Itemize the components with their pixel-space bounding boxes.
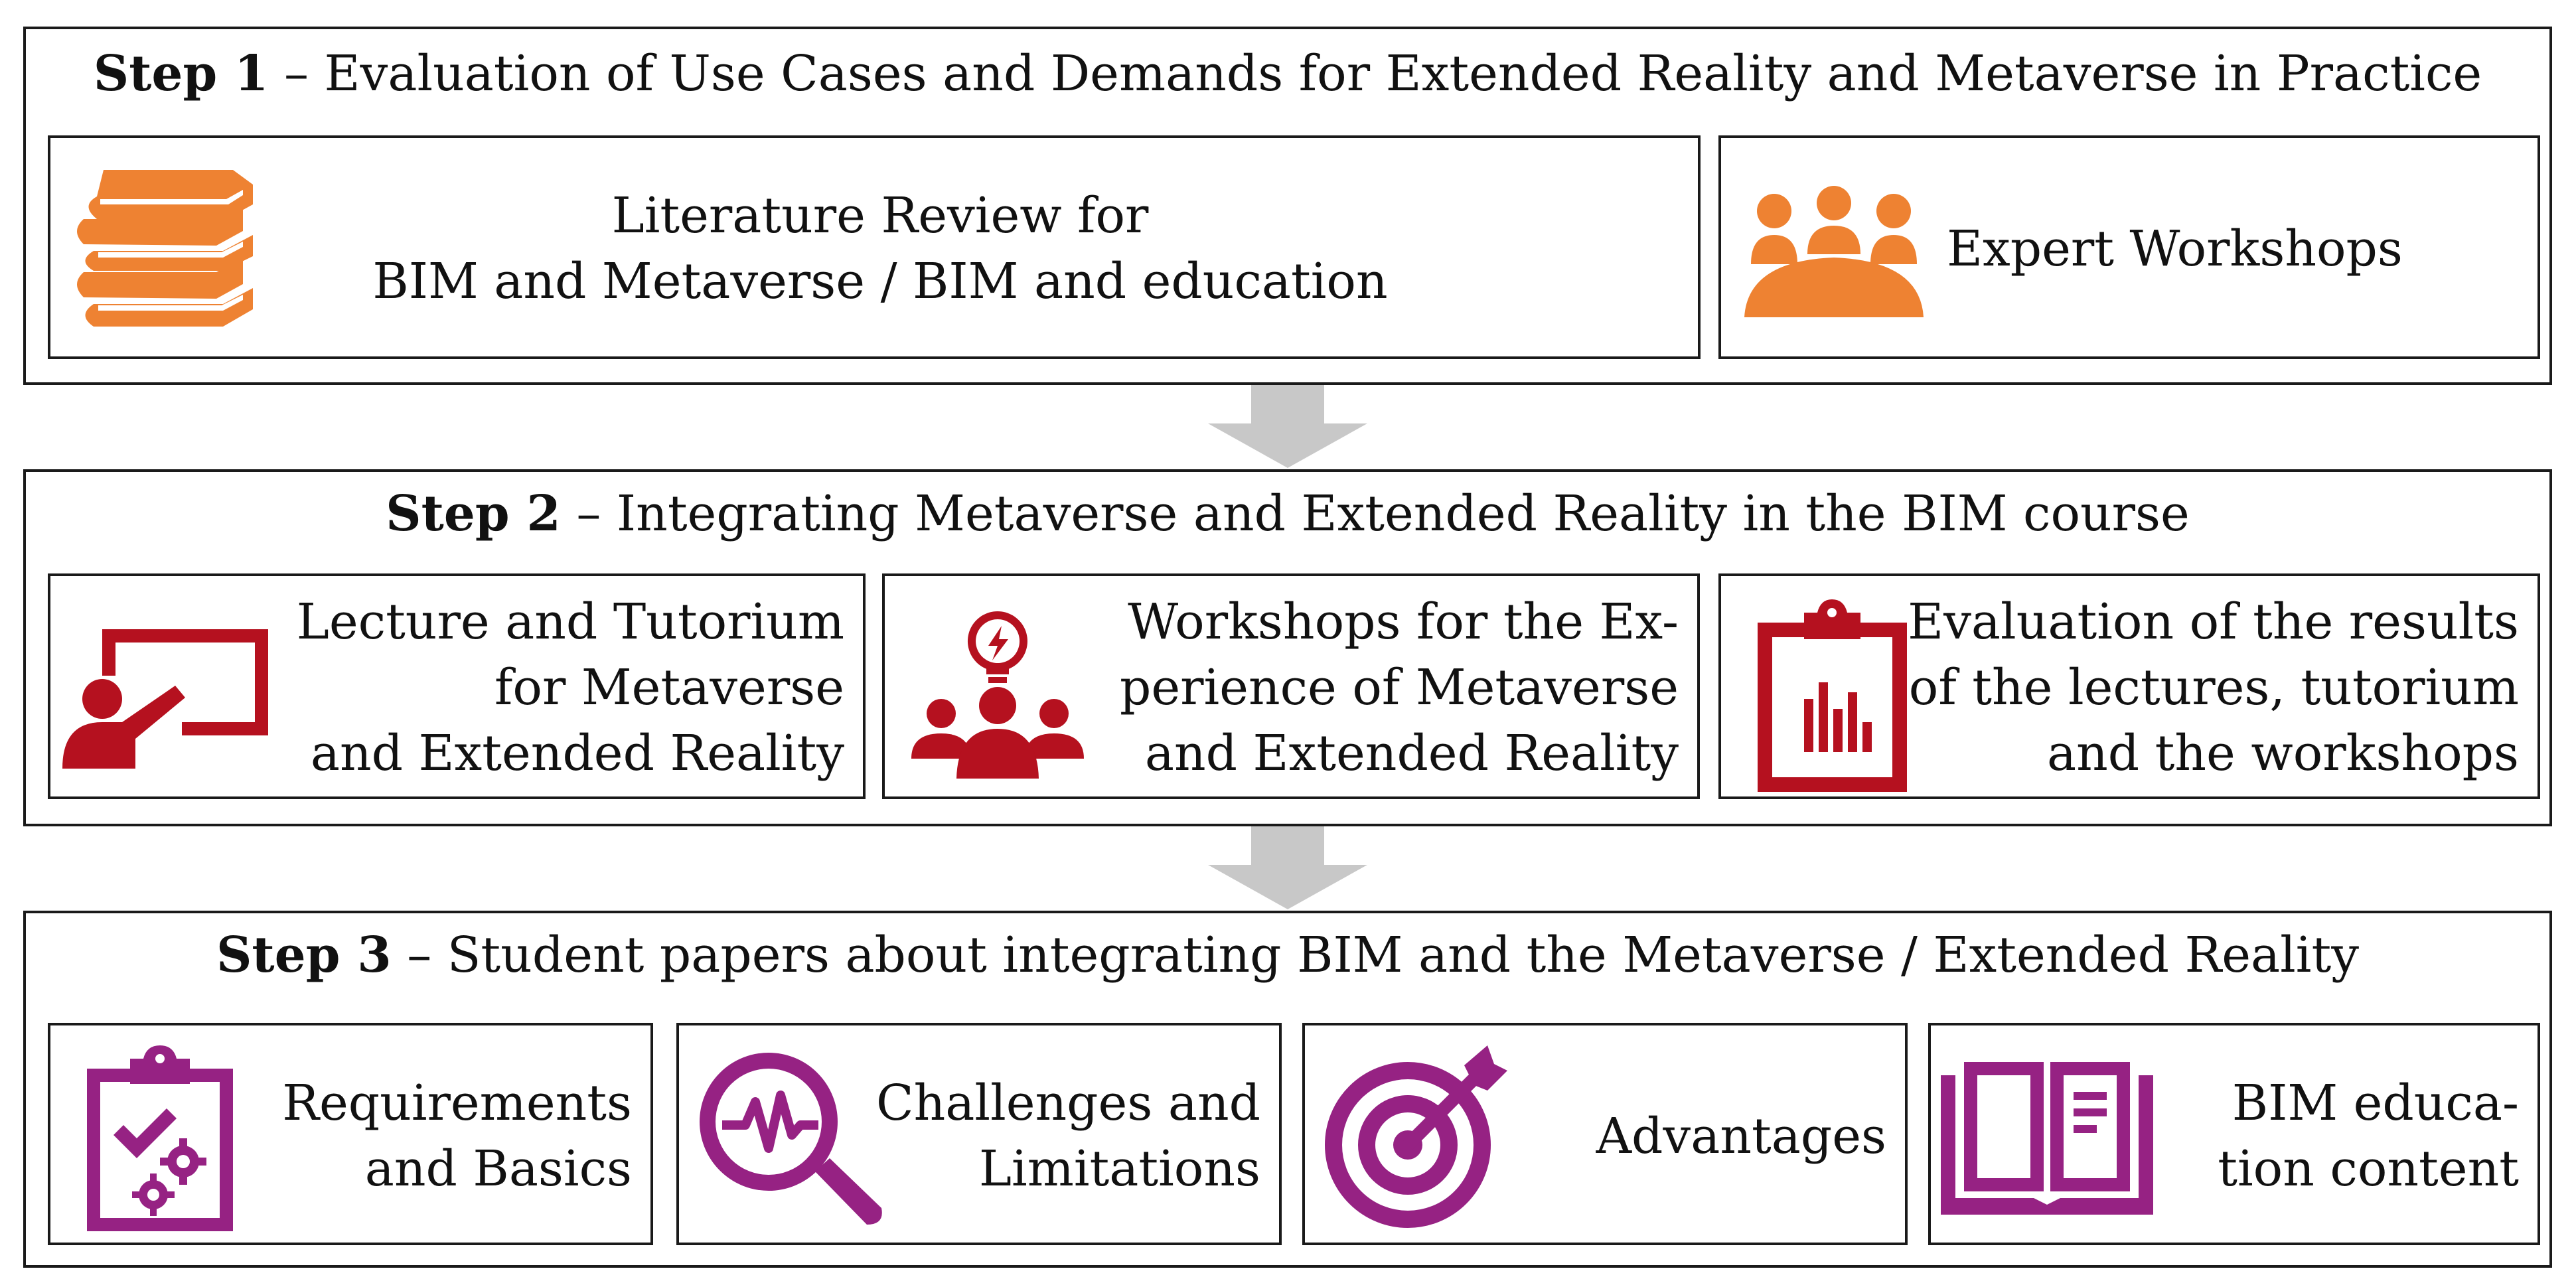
step-3-title: Step 3 – Student papers about integratin… <box>26 931 2549 980</box>
card-workshops-experience-text: Workshops for the Ex- perience of Metave… <box>1119 593 1679 782</box>
card-advantages-text: Advantages <box>1596 1108 1886 1165</box>
step-2-panel: Step 2 – Integrating Metaverse and Exten… <box>23 469 2552 826</box>
magnifier-pulse-icon <box>696 1049 888 1235</box>
target-arrow-icon <box>1322 1045 1507 1231</box>
card-bim-education-content: BIM educa- tion content <box>1928 1023 2540 1245</box>
card-literature-review-text: Literature Review for BIM and Metaverse … <box>372 187 1388 310</box>
flow-arrow-1 <box>1208 385 1367 468</box>
card-workshops-experience: Workshops for the Ex- perience of Metave… <box>882 573 1700 799</box>
team-idea-icon <box>911 606 1084 779</box>
step-3-panel: Step 3 – Student papers about integratin… <box>23 911 2552 1268</box>
card-challenges-limitations: Challenges and Limitations <box>676 1023 1282 1245</box>
people-meeting-icon <box>1741 185 1927 317</box>
card-requirements-basics-text: Requirements and Basics <box>282 1075 632 1197</box>
card-lecture-tutorium-text: Lecture and Tutorium for Metaverse and E… <box>296 593 844 782</box>
open-book-icon <box>1941 1062 2153 1215</box>
card-expert-workshops: Expert Workshops <box>1718 135 2540 359</box>
step-2-title: Step 2 – Integrating Metaverse and Exten… <box>26 489 2549 538</box>
step-3-label: Step 3 <box>216 927 392 984</box>
card-requirements-basics: Requirements and Basics <box>48 1023 653 1245</box>
card-evaluation-results-text: Evaluation of the results of the lecture… <box>1908 593 2519 782</box>
step-1-heading: – Evaluation of Use Cases and Demands fo… <box>284 45 2482 102</box>
clipboard-chart-icon <box>1758 599 1907 792</box>
step-1-title: Step 1 – Evaluation of Use Cases and Dem… <box>26 49 2549 98</box>
clipboard-gears-icon <box>87 1045 233 1231</box>
card-advantages: Advantages <box>1302 1023 1908 1245</box>
step-1-panel: Step 1 – Evaluation of Use Cases and Dem… <box>23 27 2552 385</box>
card-lecture-tutorium: Lecture and Tutorium for Metaverse and E… <box>48 573 866 799</box>
step-3-heading: – Student papers about integrating BIM a… <box>407 927 2359 984</box>
step-2-label: Step 2 <box>386 485 561 542</box>
step-1-label: Step 1 <box>93 45 269 102</box>
card-expert-workshops-text: Expert Workshops <box>1947 220 2403 277</box>
step-2-heading: – Integrating Metaverse and Extended Rea… <box>576 485 2190 542</box>
flow-arrow-2 <box>1208 826 1367 909</box>
books-icon <box>64 158 256 337</box>
card-challenges-limitations-text: Challenges and Limitations <box>876 1075 1260 1197</box>
card-literature-review: Literature Review for BIM and Metaverse … <box>48 135 1701 359</box>
presentation-board-icon <box>62 623 275 769</box>
card-bim-education-content-text: BIM educa- tion content <box>2218 1075 2519 1197</box>
card-evaluation-results: Evaluation of the results of the lecture… <box>1718 573 2540 799</box>
